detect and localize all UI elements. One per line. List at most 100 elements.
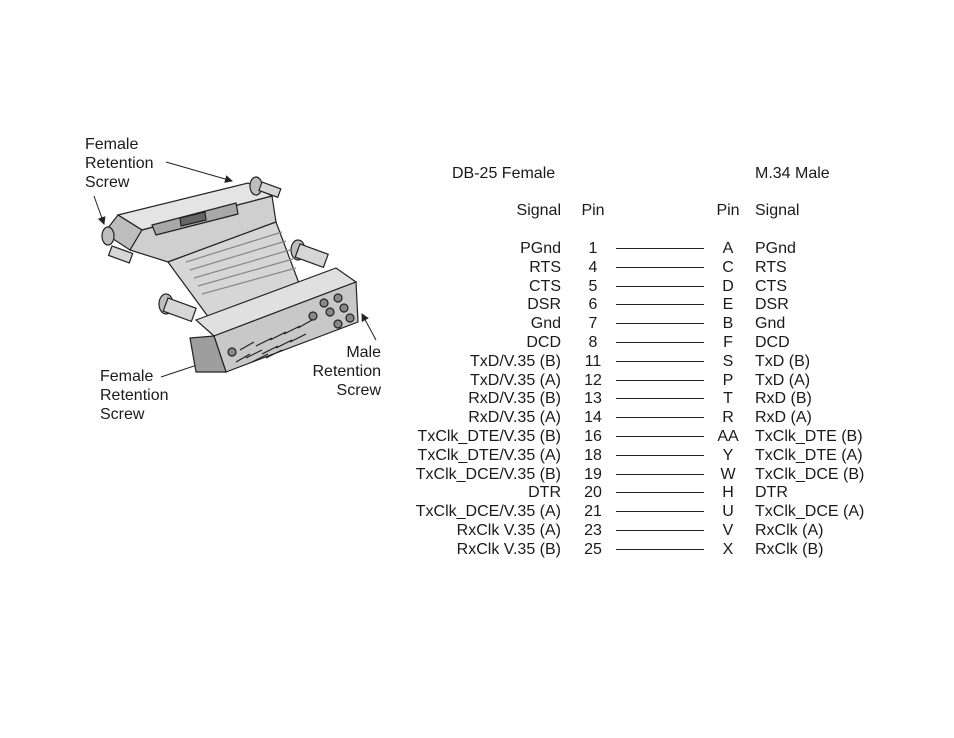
wire-line [616,492,704,494]
right-pin: F [723,334,733,351]
left-pin: 6 [588,296,598,314]
left-pin: 5 [588,277,598,295]
callout-line: Female [100,368,154,385]
callout-line: Male [346,344,381,361]
left-signal: TxClk_DCE/V.35 (A) [415,503,561,521]
callout-line: Retention [85,155,154,172]
wire-line [616,398,704,400]
right-pin: E [722,296,734,314]
left-pin: 18 [584,446,602,464]
male-retention-screw-label: Male Retention Screw [300,343,382,400]
left-signal: CTS [529,277,561,295]
left-signal: RxClk V.35 (A) [456,522,561,539]
callout-line: Female [85,136,139,153]
right-signal: TxClk_DTE (B) [755,428,863,445]
left-pin: 20 [584,484,602,502]
left-pin: 23 [584,522,602,539]
wire-line [616,454,704,456]
wire-line [616,285,704,287]
left-pin: 16 [584,428,602,445]
wire-line [616,436,704,437]
wire-line [616,304,704,306]
left-signal: TxD/V.35 (B) [470,352,561,370]
right-signal: TxD (B) [755,352,811,370]
right-pin: U [722,503,734,521]
left-signal: TxD/V.35 (A) [470,371,561,389]
pinout-row: DSR 6 E DSR [0,295,954,314]
right-pin: B [722,315,734,333]
left-pin: 12 [584,371,602,389]
female-retention-screw-label-top: Female Retention Screw [85,135,154,192]
pinout-row: RxD/V.35 (B) 13 T RxD (B) [0,389,954,408]
right-signal: RxClk (B) [755,540,824,558]
right-signal: DTR [755,484,788,502]
pinout-row: DCD 8 F DCD [0,333,954,352]
right-pin: T [723,390,733,408]
pinout-row: CTS 5 D CTS [0,277,954,296]
right-signal: RxD (A) [755,409,812,427]
left-signal-header: Signal [516,202,561,219]
left-signal: DSR [527,296,561,314]
right-pin: S [722,352,734,370]
right-pin: AA [717,428,739,445]
right-signal: TxClk_DTE (A) [755,446,863,464]
callout-arrow [165,161,233,183]
right-signal: RTS [755,258,787,276]
wire-line [616,473,704,475]
right-pin: H [722,484,734,502]
right-pin: D [722,277,734,295]
left-pin: 14 [584,409,602,427]
wire-line [616,379,704,381]
right-pin: W [720,465,736,483]
left-signal: TxClk_DTE/V.35 (B) [417,428,561,445]
right-signal: PGnd [755,240,796,257]
right-signal: CTS [755,277,787,295]
right-pin-header: Pin [716,202,740,219]
left-connector-title: DB-25 Female [452,165,556,182]
callout-line: Retention [100,387,169,404]
right-connector-title: M.34 Male [755,165,830,182]
left-signal: DCD [526,334,561,351]
pinout-row: TxD/V.35 (A) 12 P TxD (A) [0,371,954,390]
left-signal: TxClk_DTE/V.35 (A) [417,446,561,464]
callout-line: Retention [312,363,382,380]
left-signal: RTS [529,258,561,276]
right-signal: RxD (B) [755,390,812,408]
callout-line: Screw [336,382,381,399]
right-signal: DCD [755,334,790,351]
right-signal: TxClk_DCE (A) [755,503,865,521]
callout-arrow [361,313,377,341]
left-pin: 8 [588,334,598,351]
callout-arrow [93,195,106,225]
left-signal: PGnd [520,240,561,257]
right-signal-header: Signal [755,202,800,219]
right-signal: TxClk_DCE (B) [755,465,865,483]
left-pin: 13 [584,390,602,408]
right-pin: R [722,409,734,427]
left-signal: RxClk V.35 (B) [456,540,561,558]
right-signal: TxD (A) [755,371,811,389]
m34-male-shell [158,239,359,373]
right-pin: C [722,258,734,276]
left-pin: 25 [584,540,602,558]
right-signal: DSR [755,296,789,314]
left-signal: Gnd [530,315,561,333]
female-retention-screw-label-bottom: Female Retention Screw [100,367,169,424]
callout-line: Screw [85,174,130,191]
wire-line [616,417,704,419]
wire-line [616,342,704,343]
left-signal: RxD/V.35 (B) [468,390,561,408]
wire-line [616,360,704,362]
callout-line: Screw [100,406,145,423]
right-pin: P [722,371,734,389]
left-pin: 19 [584,465,602,483]
